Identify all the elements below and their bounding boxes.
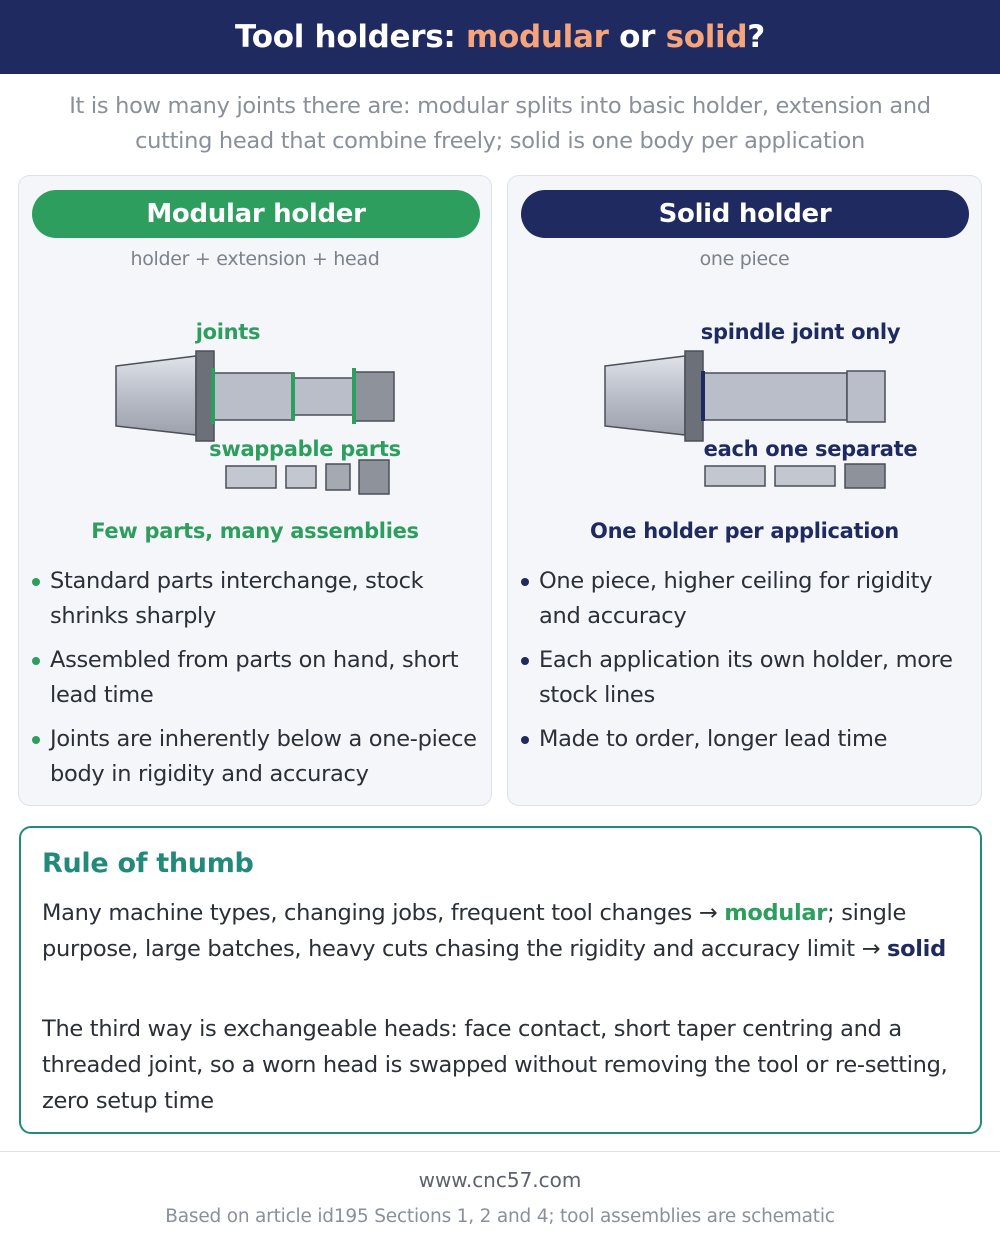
separate-holder: [704, 465, 766, 487]
joint-marker: [291, 373, 295, 420]
rule-paragraph-2: The third way is exchangeable heads: fac…: [42, 1016, 948, 1114]
modular-bullet-list: Standard parts interchange, stock shrink…: [31, 564, 487, 801]
header-bar: Tool holders: modular or solid?: [0, 0, 1000, 74]
spindle-joint-marker: [701, 371, 705, 421]
spare-part: [358, 459, 390, 495]
list-item: One piece, higher ceiling for rigidity a…: [520, 564, 976, 634]
modular-holder-card: Modular holder holder + extension + head…: [18, 175, 492, 806]
solid-subheading: one piece: [699, 248, 790, 270]
list-item: Each application its own holder, more st…: [520, 643, 976, 713]
spare-part: [285, 465, 317, 489]
rule-paragraph-1: Many machine types, changing jobs, frequ…: [42, 900, 946, 962]
solid-tagline: One holder per application: [590, 519, 899, 543]
spindle-joint-label: spindle joint only: [700, 320, 901, 344]
taper-shank: [115, 355, 197, 436]
solid-bullet-list: One piece, higher ceiling for rigidity a…: [520, 564, 976, 766]
basic-holder-body: [213, 372, 295, 421]
separate-holder: [844, 463, 886, 489]
list-item: Made to order, longer lead time: [520, 722, 976, 757]
solid-holder-card: Solid holder one piece spindle joint onl…: [507, 175, 982, 806]
swappable-parts-label: swappable parts: [209, 437, 401, 461]
footer-site-link[interactable]: www.cnc57.com: [418, 1168, 582, 1192]
one-piece-tip: [846, 370, 886, 423]
list-item: Assembled from parts on hand, short lead…: [31, 643, 487, 713]
modular-tagline: Few parts, many assemblies: [91, 519, 419, 543]
rule-keyword-modular: modular: [724, 900, 828, 926]
rule-heading: Rule of thumb: [42, 848, 254, 879]
each-separate-label: each one separate: [703, 437, 918, 461]
joint-marker: [211, 368, 215, 424]
taper-shank: [604, 355, 686, 436]
cutting-head: [353, 371, 395, 422]
spare-part: [225, 465, 277, 489]
extension-part: [293, 377, 355, 416]
rule-keyword-solid: solid: [887, 936, 946, 962]
modular-subheading: holder + extension + head: [130, 248, 380, 270]
footer-divider: [0, 1151, 1000, 1152]
page-subtitle: It is how many joints there are: modular…: [69, 93, 931, 154]
joints-label: joints: [195, 320, 261, 344]
title-keyword-modular: modular: [466, 19, 609, 55]
separate-holder: [774, 465, 836, 487]
flange: [684, 350, 704, 442]
joint-marker: [352, 368, 356, 424]
solid-heading: Solid holder: [521, 190, 969, 238]
list-item: Joints are inherently below a one-piece …: [31, 722, 487, 792]
spare-part: [325, 463, 351, 491]
modular-assembly-diagram: [115, 350, 395, 495]
one-piece-body: [702, 372, 848, 421]
solid-holder-diagram: [604, 350, 886, 489]
modular-heading: Modular holder: [32, 190, 480, 238]
footer-source-note: Based on article id195 Sections 1, 2 and…: [165, 1206, 835, 1227]
title-keyword-solid: solid: [665, 19, 748, 55]
list-item: Standard parts interchange, stock shrink…: [31, 564, 487, 634]
page-title: Tool holders: modular or solid?: [235, 19, 765, 55]
rule-of-thumb-box: Rule of thumb Many machine types, changi…: [19, 826, 982, 1134]
